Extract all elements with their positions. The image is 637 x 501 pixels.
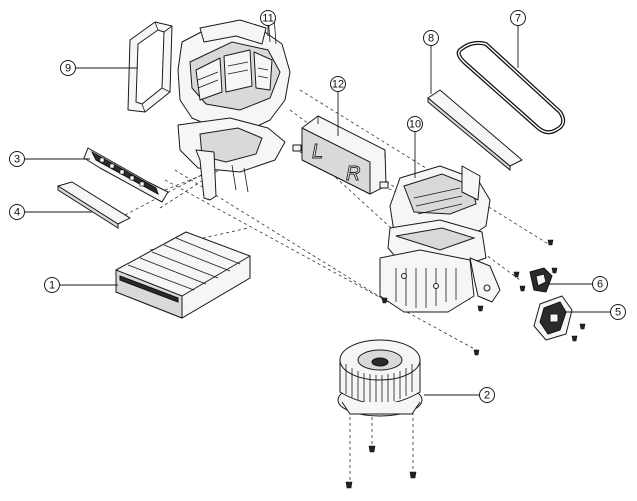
callout-11-label: 11 [262, 13, 273, 25]
door-marking-right: R [346, 163, 360, 185]
screws [345, 239, 586, 489]
callout-8: 8 [423, 30, 439, 46]
part-10-blower-housing [379, 165, 501, 313]
callout-12-label: 12 [332, 79, 344, 91]
callout-3-label: 3 [14, 154, 20, 166]
part-6-actuator [529, 267, 553, 293]
callout-6: 6 [592, 276, 608, 292]
part-4-foam-strip [57, 181, 131, 229]
callout-3: 3 [9, 151, 25, 167]
part-2-blower-motor [337, 339, 423, 417]
part-1-cabin-filter [115, 231, 251, 319]
callout-6-label: 6 [597, 279, 603, 291]
callout-10: 10 [407, 116, 423, 132]
callout-5-label: 5 [615, 307, 621, 319]
callout-9: 9 [60, 60, 76, 76]
part-7-loop-gasket [456, 40, 566, 135]
callout-10-label: 10 [409, 119, 421, 131]
callout-9-label: 9 [65, 63, 71, 75]
part-9-seal-frame [127, 21, 173, 113]
part-5-resistor [533, 295, 573, 341]
part-12-door-plate: L R [292, 115, 389, 195]
part-3-filter-cover [83, 147, 169, 203]
part-11-intake-housing [177, 13, 291, 201]
door-marking-left: L [312, 141, 323, 163]
callout-1: 1 [44, 277, 60, 293]
callout-4-label: 4 [14, 207, 20, 219]
callout-8-label: 8 [428, 33, 434, 45]
callout-5: 5 [610, 304, 626, 320]
callout-2-label: 2 [484, 390, 490, 402]
callout-4: 4 [9, 204, 25, 220]
callout-12: 12 [330, 76, 346, 92]
callout-11: 11 [260, 10, 276, 26]
callout-2: 2 [479, 387, 495, 403]
part-8-seal-strip [427, 89, 523, 172]
callout-1-label: 1 [49, 280, 55, 292]
callout-7-label: 7 [515, 13, 521, 25]
callout-7: 7 [510, 10, 526, 26]
leader-lines [25, 25, 610, 396]
